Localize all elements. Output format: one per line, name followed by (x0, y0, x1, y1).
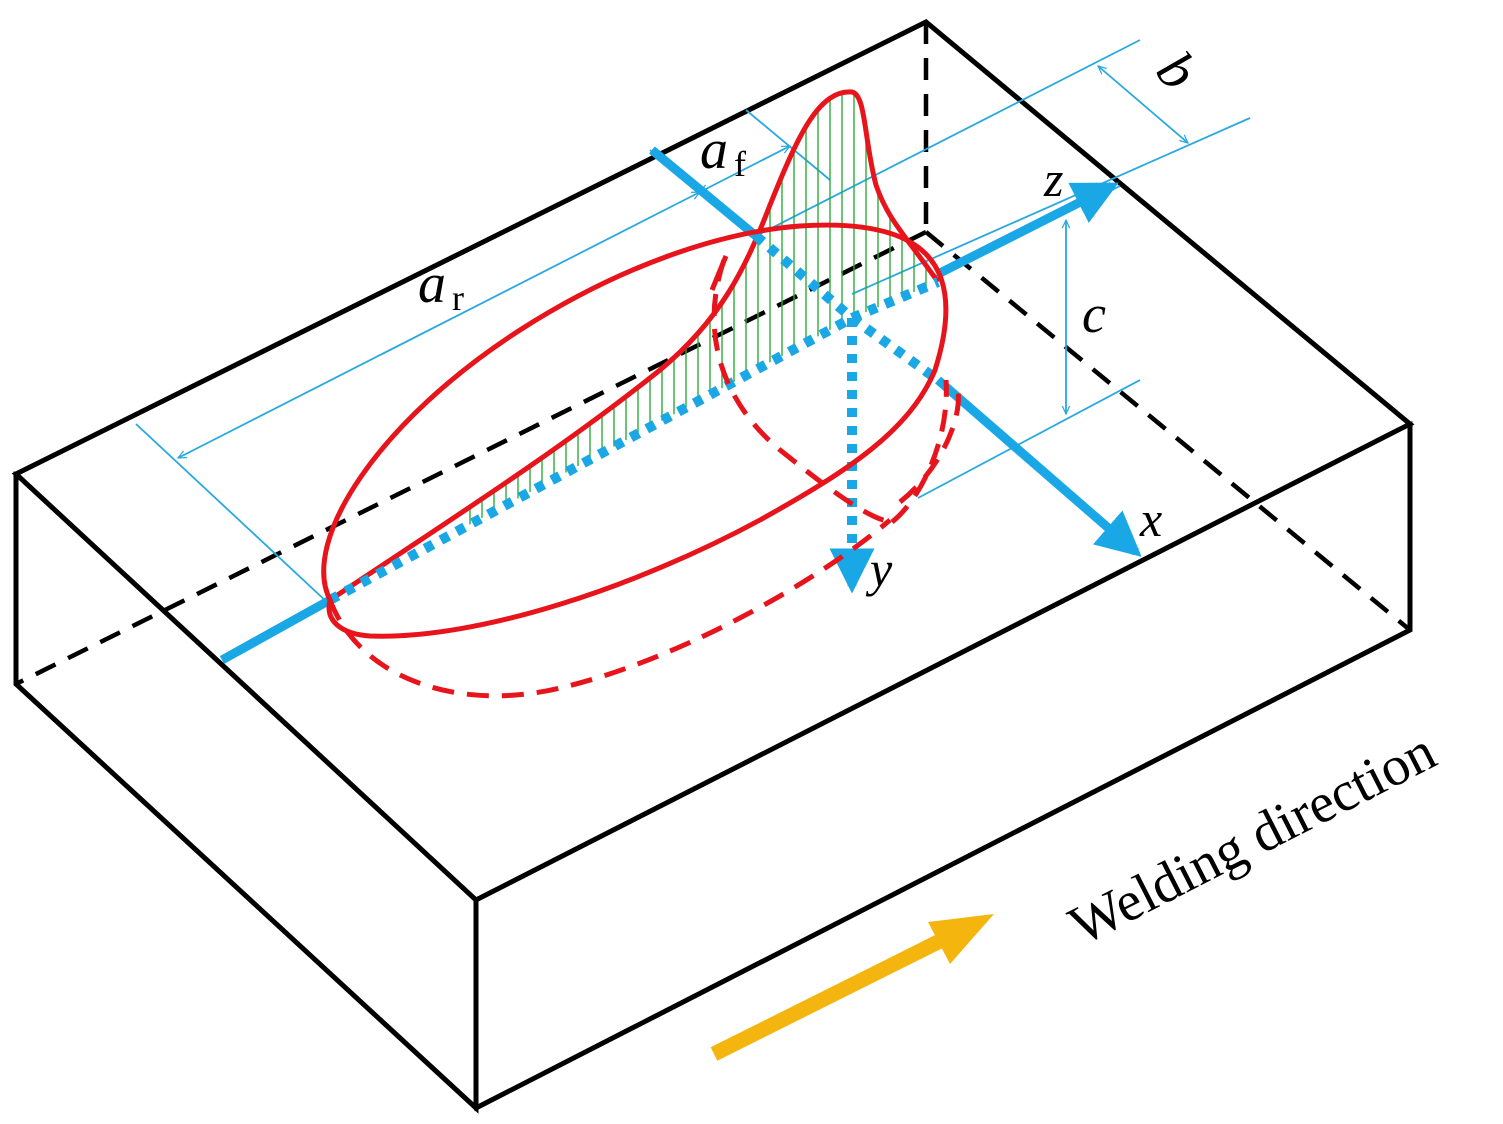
label-ar: a r (418, 253, 464, 318)
label-af-sub: f (734, 144, 746, 184)
label-c: c (1082, 284, 1106, 344)
front-axis-dotted (850, 277, 940, 323)
b-extension-upper (755, 39, 1141, 237)
transverse-axis-upper (649, 146, 759, 240)
hidden-edge-back-bottom-right (924, 230, 1412, 632)
x-axis (935, 376, 1142, 557)
top-ellipse-outline (321, 222, 949, 639)
b-dimension-line (1098, 66, 1188, 143)
axes-solid (219, 146, 1142, 664)
welding-direction-arrow-head (928, 914, 994, 964)
block-front-right-face (472, 421, 1413, 1112)
rear-bottom-outline-dashed (327, 518, 892, 699)
label-af-main: a (700, 119, 728, 181)
rear-axis-dotted (327, 313, 855, 605)
label-y: y (865, 541, 893, 597)
label-ar-sub: r (452, 278, 464, 318)
transverse-axis-dotted-lower (849, 313, 941, 385)
ar-dimension-line (178, 191, 700, 459)
label-af: a f (700, 119, 746, 184)
rear-axis-solid (219, 596, 333, 664)
af-dimension-line (700, 145, 790, 193)
heat-flux-profile-curve (328, 89, 941, 603)
block-edges (11, 19, 1415, 1114)
front-bottom-dashed-outer (898, 389, 961, 504)
b-extension-lower (851, 117, 1251, 295)
z-axis (935, 181, 1119, 279)
welding-direction-caption: Welding direction (1060, 720, 1446, 957)
axes-dotted (327, 232, 941, 605)
label-x: x (1139, 491, 1162, 547)
front-bottom-dashed (890, 379, 949, 524)
label-z: z (1043, 151, 1063, 207)
label-b: b (1144, 41, 1209, 102)
front-arrow-stem (709, 255, 729, 291)
welding-direction-arrow-shaft (710, 929, 954, 1061)
ar-extension-left (135, 423, 329, 604)
transverse-axis-dotted-upper (752, 232, 856, 322)
c-extension-lower (917, 379, 1141, 499)
weld-pool (321, 222, 961, 699)
block-front-left-face (13, 471, 479, 1114)
af-extension-right (745, 109, 831, 181)
label-ar-main: a (418, 253, 446, 315)
welding-direction: Welding direction (710, 720, 1446, 1061)
